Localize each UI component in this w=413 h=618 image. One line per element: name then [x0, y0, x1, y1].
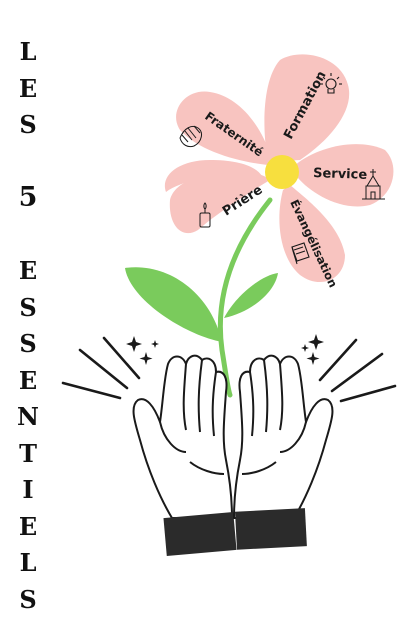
right-leaf — [224, 273, 278, 318]
right-cuff — [235, 508, 307, 550]
flower-center — [265, 155, 299, 189]
left-leaf — [125, 267, 222, 342]
label-service: Service — [313, 166, 368, 183]
right-hand — [234, 356, 332, 518]
left-hand — [134, 356, 232, 518]
left-cuff — [163, 512, 236, 556]
flower-illustration: Formation Fraternité Service Évangélisat… — [0, 0, 413, 604]
